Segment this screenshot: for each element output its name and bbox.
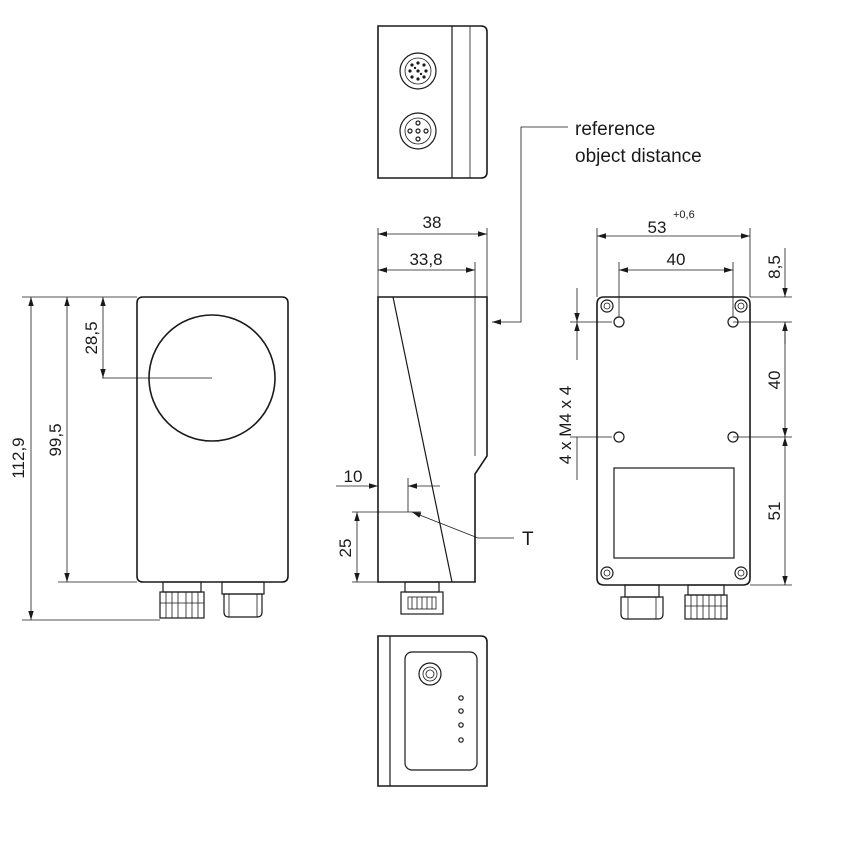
side-connector-icon (400, 581, 444, 615)
dim-width-tolerance: +0,6 (673, 209, 695, 221)
reference-leader (492, 126, 568, 325)
dim-hole-spacing-h: 40 (667, 250, 686, 269)
dim-height-body: 99,5 (46, 423, 65, 456)
dim-lens-offset: 28,5 (82, 321, 101, 354)
mounting-holes-label: 4 x M4 x 4 (556, 386, 575, 464)
bottom-view (377, 635, 488, 787)
dim-top-offset: 8,5 (765, 255, 784, 279)
front-view (22, 296, 289, 621)
status-led-icon (458, 695, 464, 743)
dim-offset-25: 25 (336, 539, 355, 558)
side-view (336, 228, 514, 615)
dim-offset-10: 10 (344, 467, 363, 486)
front-connector-left-icon (159, 581, 205, 619)
connector-5pin-icon (399, 112, 437, 150)
dim-width-total: 53 (648, 218, 667, 237)
rear-view (570, 228, 792, 620)
dim-depth-total: 38 (423, 213, 442, 232)
push-button-icon (418, 662, 442, 686)
corner-screw-icon (600, 299, 748, 580)
rear-connector-left-icon (620, 584, 664, 620)
dim-height-total: 112,9 (9, 437, 28, 478)
connector-12pin-icon (399, 52, 437, 90)
mounting-hole-icon (613, 316, 739, 443)
rear-connector-right-icon (684, 584, 728, 620)
reference-label-line1: reference (575, 119, 655, 140)
reference-label-line2: object distance (575, 146, 702, 167)
marker-t-label: T (522, 529, 534, 550)
dim-bottom-offset: 51 (765, 502, 784, 521)
front-connector-right-icon (221, 581, 265, 618)
dim-hole-spacing-v: 40 (765, 371, 784, 390)
dim-depth-body: 33,8 (409, 250, 442, 269)
top-view (377, 25, 488, 179)
